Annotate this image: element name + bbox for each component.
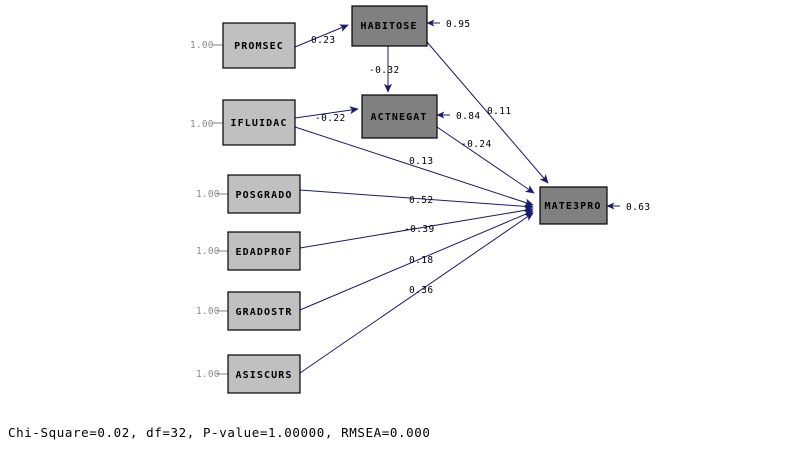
node-habitose-rect[interactable] [351, 5, 428, 47]
node-asiscurs-label: ASISCURS [236, 370, 293, 381]
node-habitose[interactable]: HABITOSE [351, 5, 428, 47]
path-arrows [294, 24, 549, 374]
coef-label-ifluidac-actnegat: -0.22 [315, 113, 346, 124]
variance-label-posgrado: 1.00 [196, 189, 220, 200]
node-posgrado-rect[interactable] [227, 174, 301, 214]
node-promsec[interactable]: PROMSEC [222, 22, 296, 69]
coef-label-asiscurs-mate3pro: 0.36 [409, 285, 433, 296]
node-actnegat-rect[interactable] [361, 94, 438, 139]
node-gradostr-label: GRADOSTR [236, 307, 293, 318]
path-arrow-ifluidac-actnegat [294, 106, 359, 119]
path-arrow-edadprof-mate3pro [299, 206, 534, 249]
coef-label-habitose-actnegat: -0.32 [369, 65, 400, 76]
coef-label-edadprof-mate3pro: -0.39 [404, 224, 435, 235]
coef-label-habitose-mate3pro: 0.11 [487, 106, 511, 117]
path-arrow-posgrado-mate3pro [299, 189, 534, 211]
node-ifluidac-label: IFLUIDAC [231, 118, 288, 129]
variance-label-edadprof: 1.00 [196, 246, 220, 257]
node-edadprof-rect[interactable] [227, 231, 301, 271]
variance-label-asiscurs: 1.00 [196, 369, 220, 380]
path-arrow-habitose-mate3pro [426, 41, 549, 184]
coef-label-promsec-habitose: 0.23 [311, 35, 335, 46]
variance-label-ifluidac: 1.00 [190, 119, 214, 130]
node-promsec-label: PROMSEC [234, 41, 284, 52]
variance-label-habitose: 0.95 [446, 19, 470, 30]
variance-label-mate3pro: 0.63 [626, 202, 650, 213]
node-mate3pro-label: MATE3PRO [545, 201, 602, 212]
node-promsec-rect[interactable] [222, 22, 296, 69]
residual-arrows [426, 19, 620, 210]
coef-label-gradostr-mate3pro: 0.18 [409, 255, 433, 266]
node-actnegat-label: ACTNEGAT [371, 112, 428, 123]
coef-label-actnegat-mate3pro: -0.24 [461, 139, 492, 150]
node-gradostr-rect[interactable] [227, 291, 301, 331]
node-mate3pro-rect[interactable] [539, 186, 608, 225]
node-asiscurs[interactable]: ASISCURS [227, 354, 301, 394]
node-actnegat[interactable]: ACTNEGAT [361, 94, 438, 139]
variance-label-actnegat: 0.84 [456, 111, 480, 122]
node-posgrado-label: POSGRADO [236, 190, 293, 201]
node-ifluidac-rect[interactable] [222, 99, 296, 146]
node-edadprof[interactable]: EDADPROF [227, 231, 301, 271]
path-arrow-promsec-habitose [294, 24, 349, 48]
variance-labels: 1.00 1.00 1.00 1.00 1.00 1.00 0.95 0.84 … [190, 19, 650, 380]
node-boxes: PROMSEC IFLUIDAC POSGRADO EDADPROF GRADO… [222, 5, 608, 394]
node-asiscurs-rect[interactable] [227, 354, 301, 394]
node-gradostr[interactable]: GRADOSTR [227, 291, 301, 331]
node-habitose-label: HABITOSE [361, 21, 418, 32]
coefficient-labels: 0.23 -0.32 -0.22 0.11 -0.24 0.13 0.52 -0… [311, 35, 511, 296]
path-arrow-asiscurs-mate3pro [299, 212, 534, 374]
node-mate3pro[interactable]: MATE3PRO [539, 186, 608, 225]
path-arrow-ifluidac-mate3pro [294, 126, 534, 207]
fit-statistics-text: Chi-Square=0.02, df=32, P-value=1.00000,… [8, 425, 431, 440]
variance-label-promsec: 1.00 [190, 40, 214, 51]
variance-stubs [212, 44, 228, 375]
coef-label-posgrado-mate3pro: 0.52 [409, 195, 433, 206]
variance-label-gradostr: 1.00 [196, 306, 220, 317]
path-arrow-gradostr-mate3pro [299, 210, 534, 311]
path-arrow-actnegat-mate3pro [436, 126, 535, 194]
node-posgrado[interactable]: POSGRADO [227, 174, 301, 214]
coef-label-ifluidac-mate3pro: 0.13 [409, 156, 433, 167]
node-edadprof-label: EDADPROF [236, 247, 293, 258]
node-ifluidac[interactable]: IFLUIDAC [222, 99, 296, 146]
